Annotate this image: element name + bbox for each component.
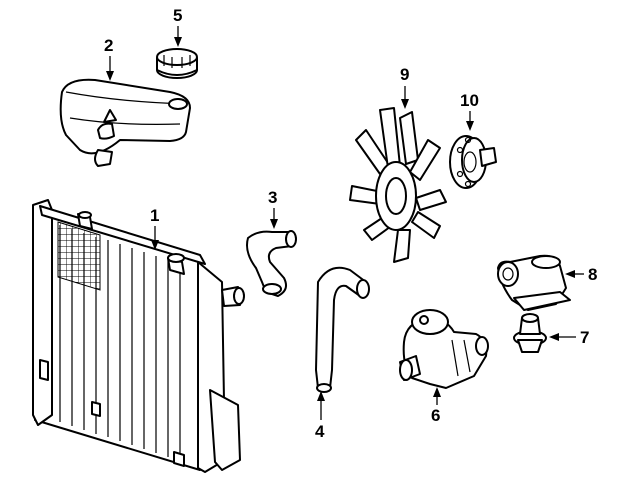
thermostat-housing — [497, 254, 571, 311]
callout-8: 8 — [565, 265, 597, 284]
callout-1: 1 — [150, 206, 159, 250]
callout-number-7: 7 — [580, 328, 589, 347]
thermostat — [513, 313, 547, 353]
callout-number-8: 8 — [588, 265, 597, 284]
lower-radiator-hose — [315, 266, 370, 393]
callout-number-10: 10 — [460, 91, 479, 110]
callout-number-5: 5 — [173, 6, 182, 25]
callout-number-9: 9 — [400, 65, 409, 84]
radiator — [32, 199, 245, 473]
upper-radiator-hose — [246, 230, 297, 297]
reservoir-cap — [156, 48, 198, 79]
callout-2: 2 — [104, 36, 114, 81]
callout-6: 6 — [431, 387, 441, 425]
cooling-fan-blade — [349, 107, 447, 263]
callout-3: 3 — [268, 188, 278, 229]
callout-number-4: 4 — [315, 422, 325, 441]
callout-10: 10 — [460, 91, 479, 131]
fan-clutch — [449, 135, 497, 189]
callout-number-1: 1 — [150, 206, 159, 225]
callout-number-6: 6 — [431, 406, 440, 425]
water-pump — [399, 309, 489, 389]
callout-7: 7 — [549, 328, 589, 347]
callout-5: 5 — [173, 6, 182, 47]
coolant-reservoir — [59, 78, 191, 167]
callout-4: 4 — [315, 391, 325, 441]
callout-number-2: 2 — [104, 36, 113, 55]
callout-9: 9 — [400, 65, 409, 109]
callout-number-3: 3 — [268, 188, 277, 207]
